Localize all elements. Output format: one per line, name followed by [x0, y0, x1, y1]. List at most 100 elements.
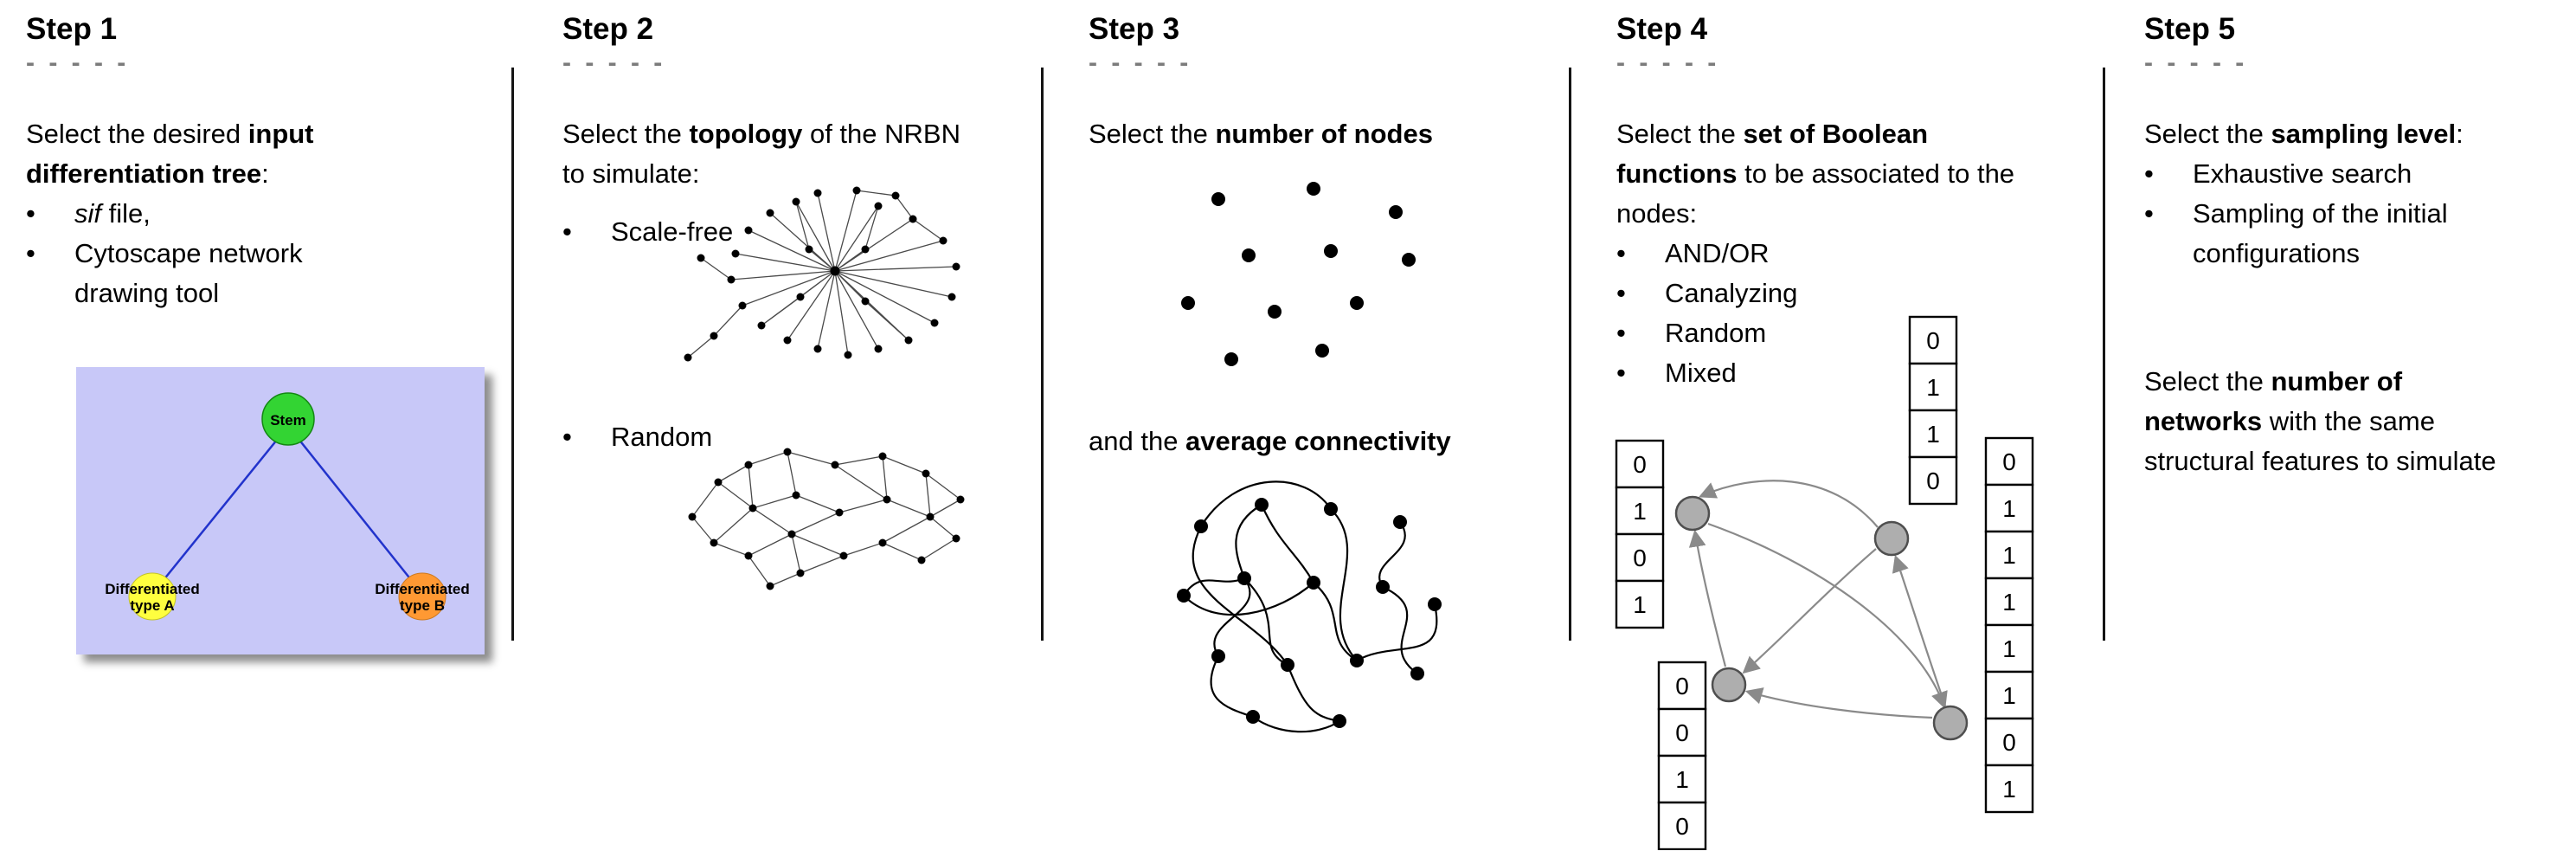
- truth-table-right: 0 1 1 1 1 1 0 1: [1984, 436, 2034, 814]
- step3-title: Step 3: [1089, 12, 1180, 46]
- step1-dashes: - - - - -: [26, 48, 130, 77]
- step5-networks-pre: Select the: [2144, 366, 2271, 396]
- edge-arrow: [1707, 522, 1948, 710]
- truth-table-cell-value: 1: [1633, 498, 1647, 525]
- truth-table-cell: [1657, 754, 1707, 804]
- vertical-divider-3: [1569, 68, 1571, 641]
- truth-table-cell: [1984, 483, 2034, 533]
- step5-dashes: - - - - -: [2144, 48, 2248, 77]
- boolean-network-arrows: [1688, 480, 1948, 719]
- edge-arrow: [1698, 480, 1879, 528]
- truth-table-left: 0 1 0 1: [1615, 439, 1665, 629]
- truth-table-cell-value: 1: [2002, 776, 2016, 803]
- step5-title: Step 5: [2144, 12, 2236, 46]
- scale-free-nodes: [684, 186, 960, 362]
- scatter-nodes: [1181, 182, 1416, 366]
- bullet-item-mixed: • Mixed: [1616, 353, 1988, 393]
- step1-intro-bold: input differentiation tree: [26, 119, 314, 189]
- truth-table-top: 0 1 1 0: [1908, 315, 1958, 506]
- sif-italic: sif: [74, 198, 101, 229]
- step5-intro-pre: Select the: [2144, 119, 2271, 149]
- step5-intro: Select the sampling level:: [2144, 114, 2551, 154]
- tree-edge-b: [287, 425, 423, 595]
- bullet-marker: •: [1616, 238, 1626, 268]
- bullet-marker: •: [562, 216, 572, 247]
- step2-bullet-scale-free: • Scale-free: [562, 212, 935, 252]
- step2-intro-post: of the NRBN to simulate:: [562, 119, 960, 189]
- edge-arrow: [1688, 529, 1727, 667]
- truth-table-cell: [1908, 455, 1958, 506]
- step2-intro: Select the topology of the NRBN to simul…: [562, 114, 960, 194]
- connectivity-tangle-graphic: [1177, 480, 1442, 733]
- step5-column: Step 5 - - - - - Select the sampling lev…: [2144, 0, 2568, 851]
- step2-intro-bold: topology: [689, 119, 803, 149]
- tangle-edges: [1183, 480, 1438, 733]
- truth-table-cell: [1615, 486, 1665, 536]
- step2-title: Step 2: [562, 12, 654, 46]
- step1-bullets: • sif file, • Cytoscape network drawing …: [26, 194, 389, 313]
- truth-table-cell-value: 0: [1633, 545, 1647, 571]
- network-node: [1932, 705, 1969, 741]
- step4-intro: Select the set of Boolean functions to b…: [1616, 114, 2032, 234]
- step1-intro-post: :: [261, 158, 269, 189]
- truth-table-cell-value: 0: [2002, 448, 2016, 475]
- truth-table-cell-value: 0: [1633, 451, 1647, 478]
- sif-rest: file,: [101, 198, 151, 229]
- type-b-label-line1: Differentiated: [375, 581, 470, 597]
- network-node: [1711, 667, 1747, 703]
- vertical-divider-1: [511, 68, 514, 641]
- bullet-item-scale-free: • Scale-free: [562, 212, 935, 252]
- boolean-network-nodes: [1674, 495, 1969, 741]
- truth-table-cell-value: 1: [2002, 589, 2016, 616]
- truth-table-cell: [1984, 577, 2034, 627]
- truth-table-cell: [1984, 623, 2034, 674]
- tangle-nodes: [1177, 498, 1442, 728]
- random-network-edges: [691, 451, 961, 587]
- bullet-marker: •: [1616, 358, 1626, 388]
- truth-table-cell: [1615, 579, 1665, 629]
- bullet-text: Mixed: [1665, 358, 1737, 388]
- truth-table-cell-value: 1: [1633, 591, 1647, 618]
- step3-column: Step 3 - - - - - Select the number of no…: [1089, 0, 1573, 851]
- step2-bullet-random: • Random: [562, 417, 935, 457]
- truth-table-cell-value: 0: [1675, 673, 1689, 699]
- type-a-node: [128, 572, 177, 621]
- edge-arrow: [1744, 687, 1933, 719]
- step1-title: Step 1: [26, 12, 118, 46]
- step3-dashes: - - - - -: [1089, 48, 1192, 77]
- step5-intro-bold: sampling level: [2271, 119, 2457, 149]
- scale-free-edges: [687, 190, 957, 358]
- vertical-divider-4: [2103, 68, 2105, 641]
- bullet-item-cytoscape: • Cytoscape network drawing tool: [26, 234, 389, 313]
- step2-dashes: - - - - -: [562, 48, 666, 77]
- step4-bullets: • AND/OR • Canalyzing • Random • Mixed: [1616, 234, 1988, 393]
- truth-table-cell: [1615, 439, 1665, 489]
- truth-table-cell: [1908, 315, 1958, 365]
- step3-line2: and the average connectivity: [1089, 422, 1573, 461]
- bullet-marker: •: [2144, 158, 2154, 189]
- step5-networks-paragraph: Select the number of networks with the s…: [2144, 362, 2516, 481]
- truth-table-cell-value: 1: [2002, 682, 2016, 709]
- step4-title: Step 4: [1616, 12, 1708, 46]
- stem-node: [261, 392, 315, 446]
- step4-intro-post: to be associated to the nodes:: [1616, 158, 2015, 229]
- step3-line2-bold: average connectivity: [1185, 426, 1451, 456]
- truth-table-cell: [1984, 717, 2034, 767]
- scale-free-network-graphic: [684, 186, 960, 362]
- truth-table-cell: [1657, 707, 1707, 758]
- truth-table-cell-value: 1: [1675, 766, 1689, 793]
- bullet-text: Random: [611, 422, 713, 452]
- step1-column: Step 1 - - - - - Select the desired inpu…: [26, 0, 498, 851]
- truth-table-cell-value: 1: [1926, 421, 1940, 448]
- truth-table-cell: [1984, 530, 2034, 580]
- boolean-network-graphic: 0 1 0 1 0 1 1 0 0 0 1 0: [1615, 315, 2034, 850]
- bullet-marker: •: [1616, 278, 1626, 308]
- nodes-scatter-graphic: [1181, 182, 1416, 366]
- edge-arrow: [1892, 554, 1947, 706]
- truth-table-cell-value: 1: [2002, 635, 2016, 662]
- step1-intro-pre: Select the desired: [26, 119, 248, 149]
- truth-table-cell-value: 0: [1675, 719, 1689, 746]
- bullet-item-sif-file: • sif file,: [26, 194, 389, 234]
